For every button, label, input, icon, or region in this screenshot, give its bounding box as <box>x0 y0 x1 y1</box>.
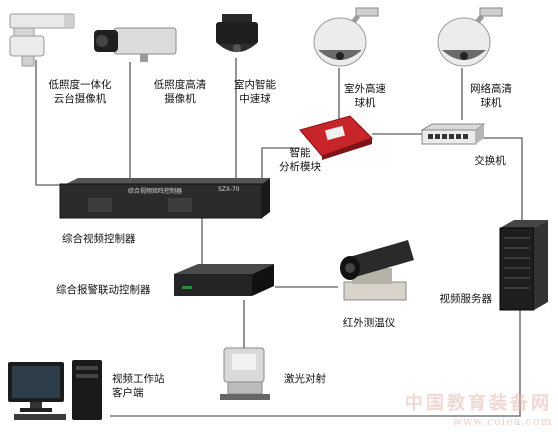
network-switch <box>420 122 486 148</box>
analysis-module-icon <box>299 115 373 160</box>
watermark-cn: 中国教育装备网 <box>405 393 552 414</box>
infrared-thermometer-icon <box>340 240 414 301</box>
network-dome <box>432 4 506 70</box>
video-controller-model: SZX-70 <box>218 186 240 193</box>
analysis-module <box>296 112 376 160</box>
video-controller-icon <box>59 178 270 219</box>
hd-camera-label: 低照度高清 摄像机 <box>153 79 207 105</box>
server-rack-icon <box>499 220 548 311</box>
laser-detector <box>214 344 276 404</box>
network-dome-icon <box>437 7 503 67</box>
switch-label: 交换机 <box>474 155 506 167</box>
hd-camera <box>92 22 184 66</box>
indoor-dome-label: 室内智能 中速球 <box>234 79 276 105</box>
video-server-label: 视频服务器 <box>439 293 493 305</box>
video-server <box>494 220 550 312</box>
outdoor-dome-label: 室外高速 球机 <box>344 83 386 109</box>
switch-icon <box>420 123 486 145</box>
workstation <box>6 358 106 424</box>
workstation-pc-icon <box>8 360 102 420</box>
outdoor-dome <box>308 4 382 70</box>
alarm-controller <box>172 262 276 302</box>
watermark-en: www.ceiea.com <box>452 415 552 428</box>
box-camera-icon <box>94 27 177 62</box>
indoor-dome <box>208 10 266 60</box>
video-controller-panel-text: 综合视频矩阵控制器 <box>128 188 183 195</box>
workstation-label: 视频工作站 客户端 <box>112 373 165 399</box>
outdoor-dome-icon <box>313 7 379 67</box>
indoor-dome-icon <box>216 14 258 52</box>
analysis-module-label: 智能 分析模块 <box>279 147 321 173</box>
pan-tilt-camera-label: 低照度一体化 云台摄像机 <box>48 79 112 105</box>
laser-detector-icon <box>220 347 270 400</box>
laser-label: 激光对射 <box>284 373 326 385</box>
alarm-controller-label: 综合报警联动控制器 <box>56 284 151 296</box>
pan-tilt-camera <box>4 6 80 68</box>
video-controller-label: 综合视频控制器 <box>62 233 136 245</box>
network-dome-label: 网络高清 球机 <box>470 83 512 109</box>
infrared-thermometer <box>330 232 420 308</box>
video-controller: 综合视频矩阵控制器 SZX-70 <box>58 178 270 224</box>
thermometer-label: 红外测温仪 <box>342 317 396 329</box>
watermark: 中国教育装备网 www.ceiea.com <box>405 389 552 428</box>
pan-tilt-camera-icon <box>9 13 75 67</box>
alarm-controller-icon <box>174 264 274 296</box>
